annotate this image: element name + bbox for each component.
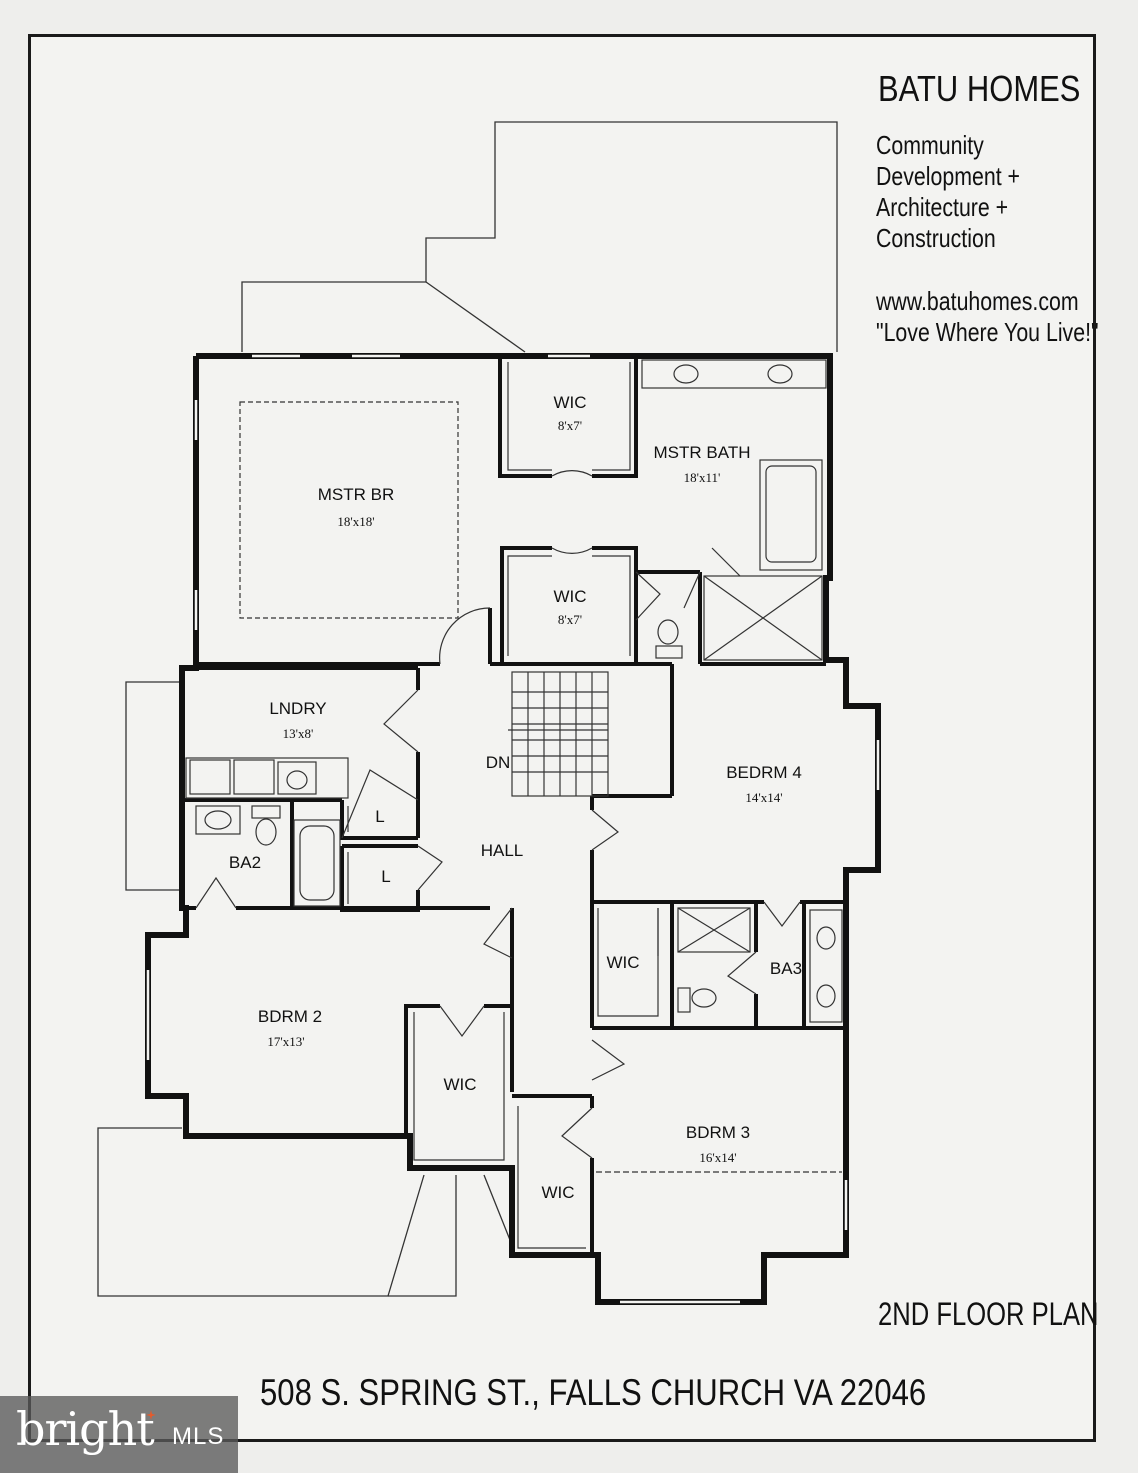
room-label-linen-2: L xyxy=(381,867,390,886)
tagline-line-4: Construction xyxy=(876,223,996,253)
room-label-ba3: BA3 xyxy=(770,959,802,978)
room-label-hall: HALL xyxy=(481,841,524,860)
room-label-bdrm3: BDRM 3 xyxy=(686,1123,750,1142)
room-label-lndry: LNDRY xyxy=(269,699,326,718)
room-dim-bedrm4: 14'x14' xyxy=(745,790,782,805)
room-label-bedrm4: BEDRM 4 xyxy=(726,763,802,782)
room-dim-mstr-br: 18'x18' xyxy=(337,514,374,529)
exterior-walls xyxy=(145,353,881,1305)
company-name: BATU HOMES xyxy=(878,68,1081,109)
fixtures-and-details xyxy=(185,359,843,1249)
drawing-sheet-border xyxy=(28,34,1096,1442)
room-label-wic-bdrm3: WIC xyxy=(541,1183,574,1202)
property-address: 508 S. SPRING ST., FALLS CHURCH VA 22046 xyxy=(260,1372,927,1413)
room-label-ba2: BA2 xyxy=(229,853,261,872)
room-dim-mstr-bath: 18'x11' xyxy=(684,470,721,485)
company-slogan: "Love Where You Live!" xyxy=(876,317,1099,347)
room-dim-wic-middle: 8'x7' xyxy=(558,612,582,627)
room-label-bdrm2: BDRM 2 xyxy=(258,1007,322,1026)
watermark-suffix: MLS xyxy=(172,1423,225,1450)
window-marks xyxy=(146,354,880,1304)
tagline-line-2: Development + xyxy=(876,161,1020,191)
watermark-brand: bright xyxy=(16,1402,155,1456)
room-label-wic-bedrm4: WIC xyxy=(606,953,639,972)
room-label-mstr-br: MSTR BR xyxy=(318,485,395,504)
roof-outline xyxy=(97,121,838,1297)
interior-walls xyxy=(182,356,846,1255)
company-website: www.batuhomes.com xyxy=(876,286,1079,316)
stair-label-dn: DN xyxy=(486,753,511,772)
room-dim-bdrm2: 17'x13' xyxy=(267,1034,304,1049)
room-label-linen-1: L xyxy=(375,807,384,826)
tagline-line-1: Community xyxy=(876,130,984,160)
room-dim-lndry: 13'x8' xyxy=(283,726,314,741)
mls-watermark: bright MLS xyxy=(0,1396,238,1473)
tagline-line-3: Architecture + xyxy=(876,192,1009,222)
room-label-wic-upper: WIC xyxy=(553,393,586,412)
plan-title: 2ND FLOOR PLAN xyxy=(878,1296,1099,1332)
watermark-spark-icon xyxy=(146,1410,156,1420)
room-label-mstr-bath: MSTR BATH xyxy=(654,443,751,462)
room-label-wic-middle: WIC xyxy=(553,587,586,606)
room-dim-bdrm3: 16'x14' xyxy=(699,1150,736,1165)
room-dim-wic-upper: 8'x7' xyxy=(558,418,582,433)
room-label-wic-bdrm2: WIC xyxy=(443,1075,476,1094)
